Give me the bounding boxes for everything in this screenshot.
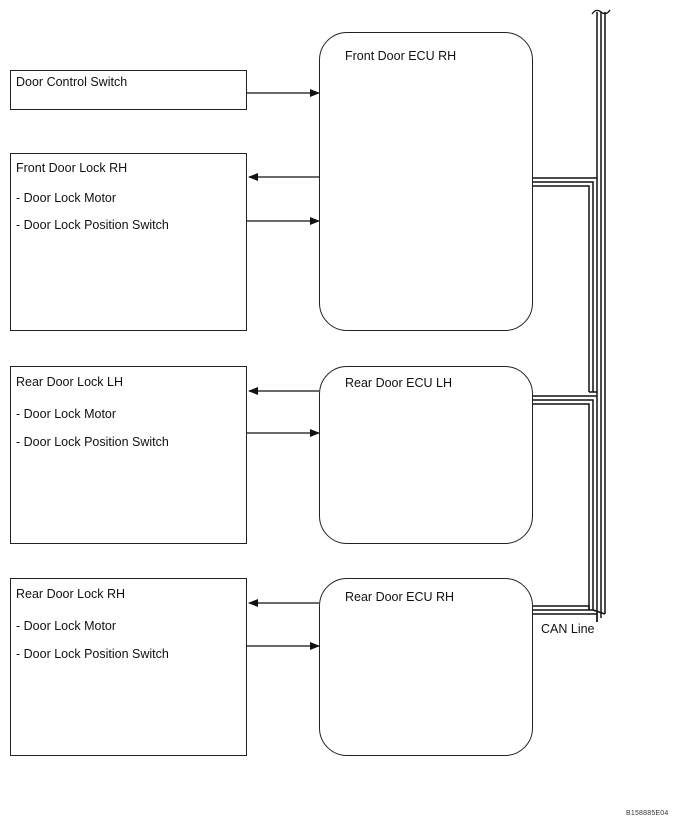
rear-door-lock-rh-item-position-switch: - Door Lock Position Switch (16, 647, 169, 661)
rear-door-ecu-rh-title: Rear Door ECU RH (345, 590, 455, 604)
figure-code: B158885E04 (626, 810, 669, 817)
front-door-lock-rh-item-position-switch: - Door Lock Position Switch (16, 218, 169, 232)
rear-door-ecu-lh-box (319, 366, 533, 544)
rear-door-lock-lh-item-motor: - Door Lock Motor (16, 407, 117, 421)
rear-door-lock-lh-title: Rear Door Lock LH (16, 375, 123, 389)
front-door-lock-rh-item-motor: - Door Lock Motor (16, 191, 117, 205)
rear-door-lock-lh-item-position-switch: - Door Lock Position Switch (16, 435, 169, 449)
front-door-lock-rh-title: Front Door Lock RH (16, 161, 128, 175)
front-door-ecu-rh-title: Front Door ECU RH (345, 49, 457, 63)
door-control-switch-title: Door Control Switch (16, 75, 128, 89)
front-door-lock-rh-box (10, 153, 247, 331)
front-door-ecu-rh-box (319, 32, 533, 331)
can-line-label: CAN Line (541, 622, 595, 636)
can-bus-break-mark (591, 9, 611, 15)
rear-door-lock-rh-box (10, 578, 247, 756)
can-bus (533, 12, 606, 622)
door-control-switch-box (10, 70, 247, 110)
rear-door-lock-rh-item-motor: - Door Lock Motor (16, 619, 117, 633)
rear-door-ecu-rh-box (319, 578, 533, 756)
rear-door-lock-lh-box (10, 366, 247, 544)
rear-door-ecu-lh-title: Rear Door ECU LH (345, 376, 452, 390)
rear-door-lock-rh-title: Rear Door Lock RH (16, 587, 126, 601)
